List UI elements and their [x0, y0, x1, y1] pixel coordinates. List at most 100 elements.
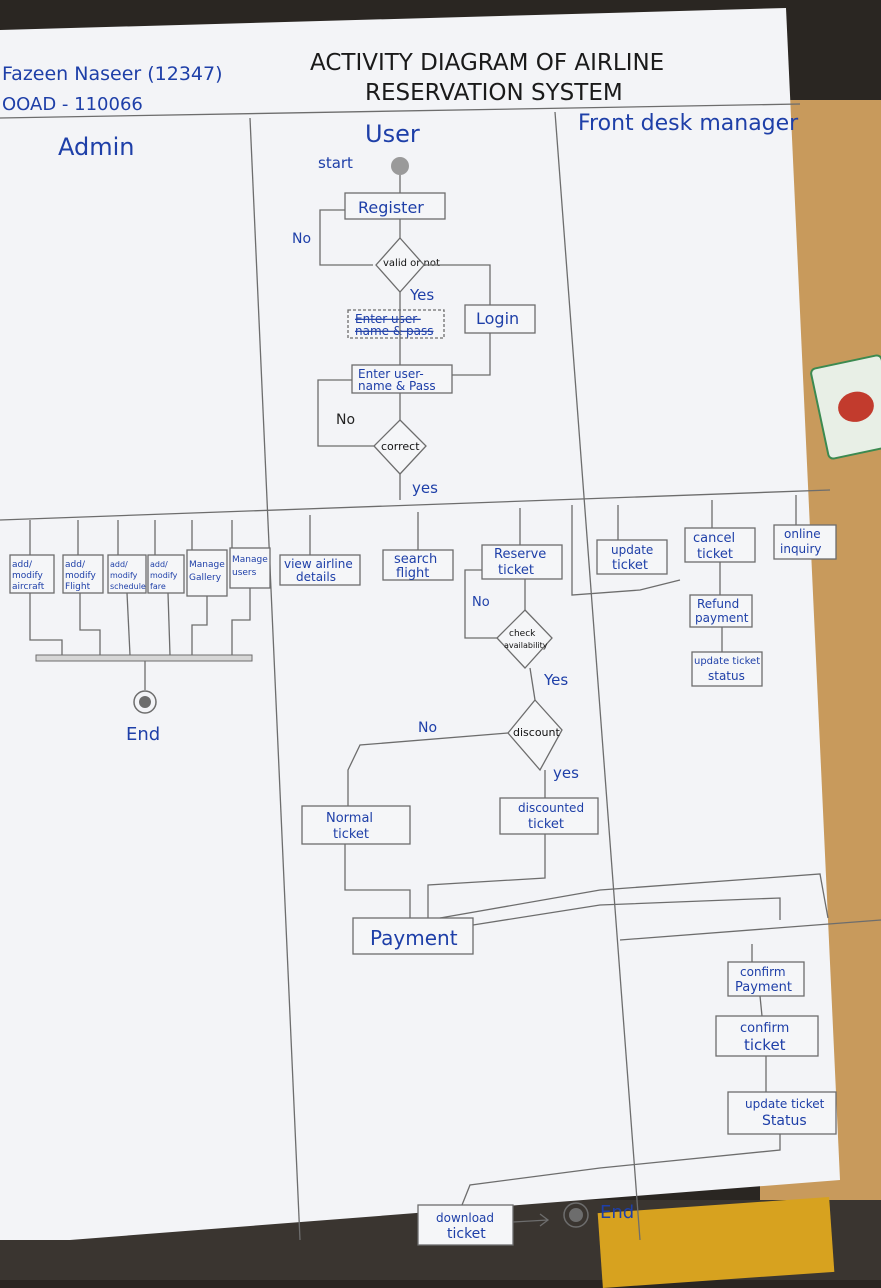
view-l1: view airline — [284, 557, 353, 571]
admin-a4-l2: Gallery — [189, 573, 222, 583]
confirm-ticket-l1: confirm — [740, 1021, 789, 1036]
lane-front-desk: Front desk manager — [578, 111, 799, 136]
update-ticket-action — [596, 539, 668, 575]
admin-end-node — [133, 690, 157, 714]
diagram-title-line1: ACTIVITY DIAGRAM OF AIRLINE — [310, 50, 664, 76]
check-l1: check — [509, 629, 536, 639]
start-node — [391, 157, 409, 175]
search-l2: flight — [396, 566, 429, 581]
check-l2: availability — [504, 641, 548, 650]
search-flight-action — [382, 549, 454, 581]
loop-back-register — [319, 209, 373, 266]
loop-back-reserve — [464, 569, 497, 639]
cancel-l1: cancel — [693, 531, 735, 546]
refund-l2: payment — [695, 611, 749, 625]
yes-label-2: yes — [412, 479, 438, 497]
search-l1: search — [394, 552, 437, 567]
yes-label-3: Yes — [543, 671, 568, 689]
desk-lane-box — [571, 505, 681, 596]
flow-login-enter — [452, 333, 491, 376]
admin-a5-l2: users — [232, 568, 257, 578]
confirm-pay-l2: Payment — [735, 980, 792, 995]
view-l2: details — [296, 570, 336, 584]
confirm-ticket-l2: ticket — [744, 1036, 786, 1054]
flow-arrow — [529, 667, 536, 701]
admin-end-label: End — [126, 724, 160, 745]
discount-decision — [507, 699, 563, 772]
lane-user: User — [365, 120, 420, 148]
yes-label-4: yes — [553, 764, 579, 782]
admin-a4-l1: Manage — [189, 560, 225, 570]
sync-line-right — [619, 919, 881, 941]
admin-a2-l1: add/ — [110, 560, 128, 569]
admin-actions: add/ modify aircraft add/ modify Flight … — [9, 547, 271, 597]
admin-action-aircraft — [9, 554, 55, 594]
start-label: start — [318, 154, 353, 172]
struck-enter-action — [347, 309, 445, 339]
discount-label: discount — [513, 726, 560, 739]
flow-arrow — [167, 592, 171, 656]
sync-line-top — [0, 489, 831, 521]
admin-join-bar — [35, 654, 253, 662]
refund-l1: Refund — [697, 597, 739, 611]
flow-payment-desk-2 — [439, 873, 829, 919]
admin-a0-l3: aircraft — [12, 582, 45, 592]
enter-credentials-action — [351, 364, 453, 394]
flow-arrow — [126, 592, 131, 656]
admin-a5-l1: Manage — [232, 555, 268, 565]
lane-top-line — [0, 103, 801, 119]
diagram-title-line2: RESERVATION SYSTEM — [365, 80, 623, 106]
flow-payment-desk — [472, 897, 781, 926]
ustatus-l1: update ticket — [694, 656, 760, 667]
download-l2: ticket — [447, 1226, 486, 1242]
online-l2: inquiry — [780, 542, 822, 556]
payment-action — [352, 917, 474, 955]
reserve-ticket-action — [481, 544, 563, 580]
correct-label: correct — [381, 440, 420, 453]
user-end-node — [563, 1202, 589, 1228]
admin-end-node-inner — [139, 696, 151, 708]
flow-to-download — [461, 1134, 781, 1206]
admin-action-fare — [147, 554, 185, 594]
flow-arrow — [29, 593, 63, 655]
admin-a3-l2: modify — [150, 571, 178, 580]
reserve-l1: Reserve — [494, 547, 546, 562]
login-action — [464, 304, 536, 334]
ustatus-l2: status — [708, 669, 745, 683]
admin-action-gallery — [186, 549, 228, 597]
flow-arrow — [191, 596, 208, 655]
normal-l2: ticket — [333, 827, 369, 842]
admin-a0-l1: add/ — [12, 560, 33, 570]
flow-arrow — [512, 1219, 549, 1223]
update-status-l2: Status — [762, 1113, 807, 1129]
flow-to-payment — [344, 844, 411, 918]
lane-divider-1 — [249, 117, 301, 1241]
admin-action-flight — [62, 554, 104, 594]
admin-a1-l2: modify — [65, 571, 96, 581]
reserve-l2: ticket — [498, 563, 534, 578]
register-label: Register — [358, 198, 424, 217]
struck-enter-l1: Enter user- — [355, 312, 421, 326]
download-ticket-action — [417, 1204, 514, 1246]
no-label-4: No — [418, 720, 437, 736]
user-end-node-inner — [569, 1208, 583, 1222]
arrow-head — [539, 1213, 550, 1227]
availability-decision — [496, 609, 553, 669]
admin-a2-l2: modify — [110, 571, 138, 580]
valid-label: valid or not — [383, 258, 440, 269]
flow-to-login — [424, 264, 491, 305]
confirm-pay-l1: confirm — [740, 965, 786, 979]
update-status-l1: update ticket — [745, 1097, 825, 1111]
flow-to-normal — [347, 732, 509, 810]
user-end-label: End — [600, 1202, 634, 1223]
paper — [0, 8, 840, 1240]
download-l1: download — [436, 1211, 494, 1225]
disc-l1: discounted — [518, 801, 584, 815]
normal-l1: Normal — [326, 811, 373, 826]
flow-arrow — [79, 593, 101, 655]
refund-payment-action — [689, 594, 753, 628]
confirm-payment-action — [727, 961, 805, 997]
update-l2: ticket — [612, 558, 648, 573]
lane-admin: Admin — [58, 133, 135, 161]
course-label: OOAD - 110066 — [2, 94, 143, 115]
